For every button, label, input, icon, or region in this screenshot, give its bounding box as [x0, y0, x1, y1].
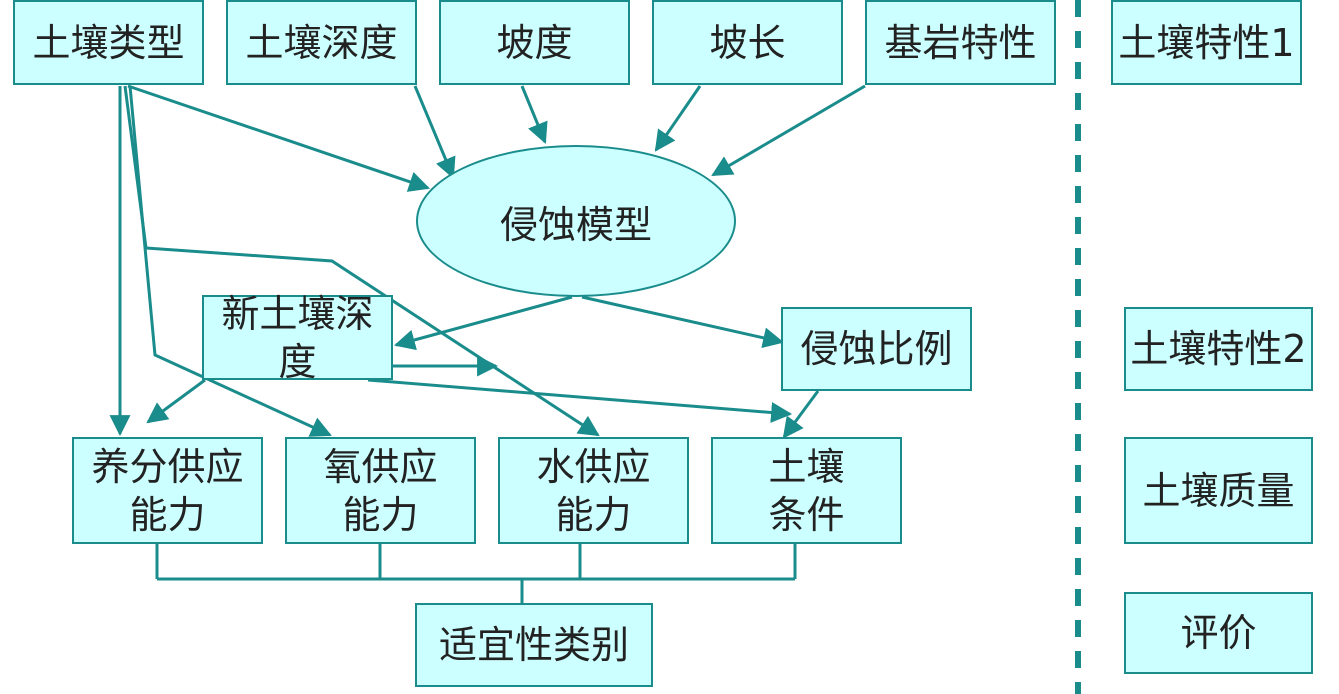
- arrow-slopelength-model: [654, 85, 702, 152]
- soil-condition-box: 土壤 条件: [711, 437, 902, 544]
- arrow-newdepth-soilcondition: [367, 378, 793, 423]
- arrow-bedrock-model: [711, 84, 866, 177]
- slope-box: 坡度: [439, 0, 630, 85]
- bedrock-box: 基岩特性: [865, 0, 1056, 85]
- arrow-soiltype-model: [127, 84, 430, 192]
- arrow-newdepth-nutrient: [146, 378, 206, 424]
- arrow-soildepth-model: [413, 85, 456, 179]
- new-soil-depth-box: 新土壤深度: [202, 292, 393, 384]
- legend-soil-quality: 土壤质量: [1124, 437, 1313, 544]
- nutrient-supply-box: 养分供应 能力: [72, 437, 263, 544]
- erosion-ratio-box: 侵蚀比例: [781, 307, 972, 391]
- arrow-soiltype-oxygen: [128, 85, 332, 437]
- suitability-box: 适宜性类别: [415, 603, 653, 687]
- arrow-model-newdepth: [393, 295, 573, 351]
- water-supply-box: 水供应 能力: [498, 437, 689, 544]
- legend-evaluation: 评价: [1124, 592, 1313, 674]
- soil-depth-box: 土壤深度: [226, 0, 417, 85]
- soil-type-box: 土壤类型: [13, 0, 204, 85]
- legend-soil-char-2: 土壤特性2: [1124, 307, 1313, 391]
- arrow-soiltype-water: [145, 246, 600, 437]
- slope-length-box: 坡长: [652, 0, 843, 85]
- arrow-slope-model: [520, 85, 548, 144]
- oxygen-supply-box: 氧供应 能力: [285, 437, 476, 544]
- arrow-model-erosionratio: [581, 295, 785, 349]
- arrow-erosionratio-soilcondition: [782, 390, 820, 439]
- legend-soil-char-1: 土壤特性1: [1111, 0, 1302, 85]
- line-soiltype-branch: [123, 85, 148, 249]
- erosion-model-ellipse: 侵蚀模型: [416, 145, 736, 297]
